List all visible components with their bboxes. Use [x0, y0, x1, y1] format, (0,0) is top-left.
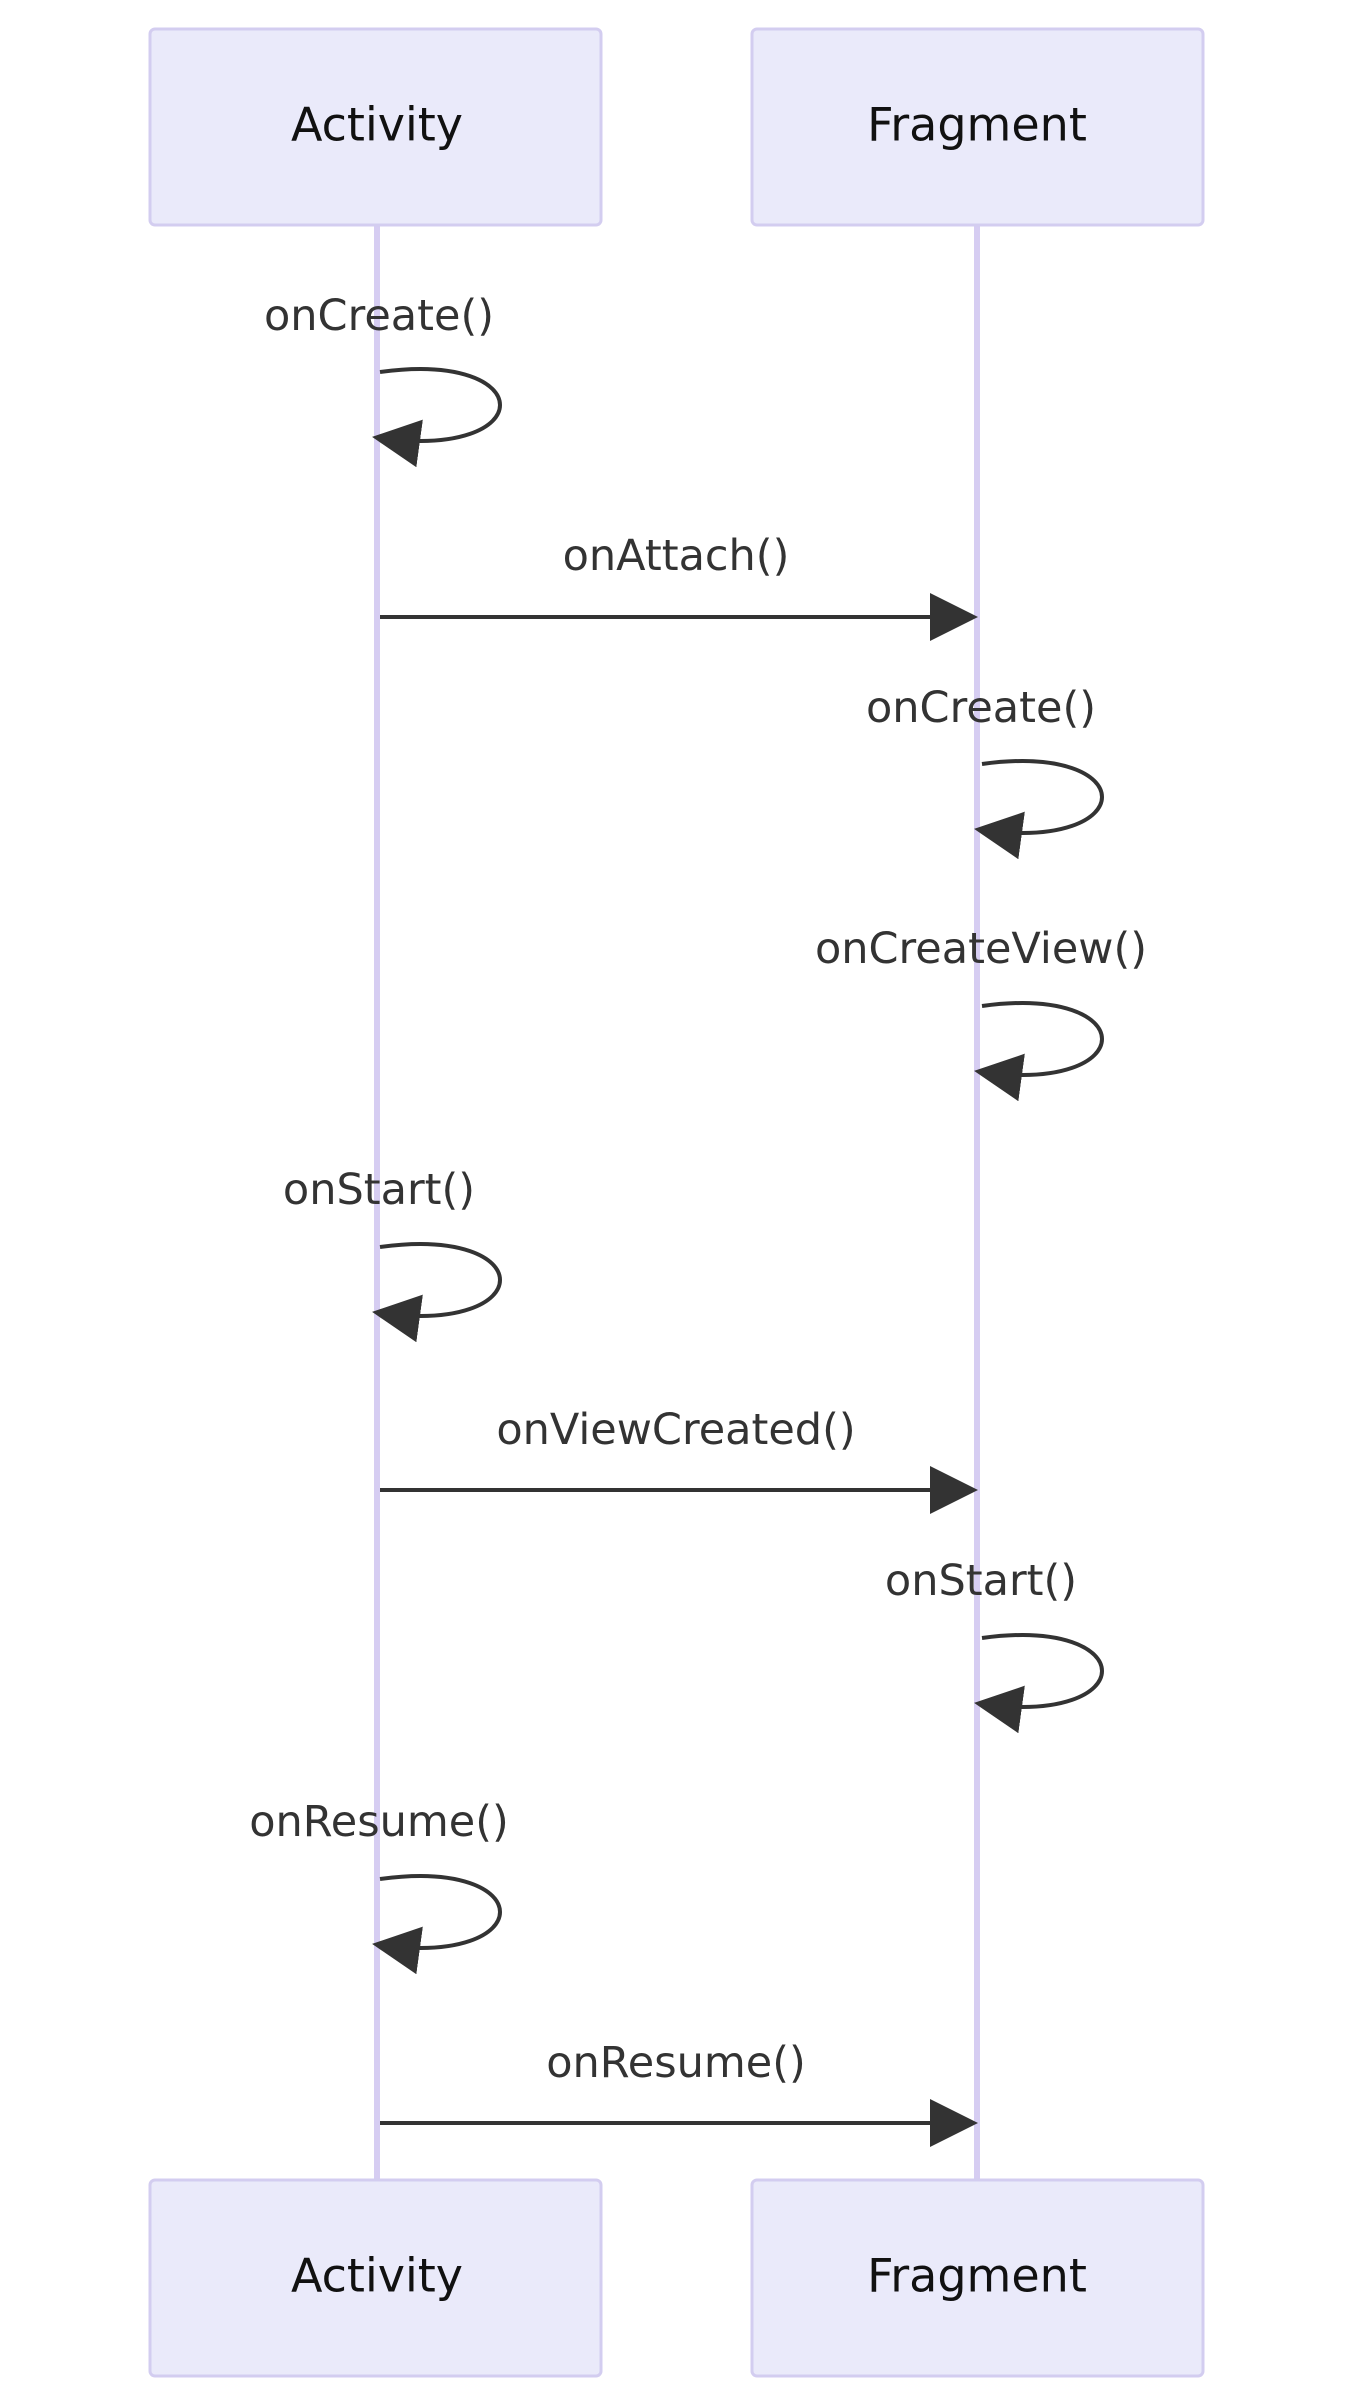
activity-actor-top: Activity: [148, 27, 603, 227]
activity-actor-bottom: Activity: [148, 2178, 603, 2378]
message-label: onCreate(): [264, 291, 494, 341]
message-activity-oncreate: onCreate(): [264, 291, 502, 468]
message-oncreateview: onCreateView(): [815, 924, 1147, 1102]
message-fragment-onstart: onStart(): [885, 1556, 1104, 1734]
message-label: onStart(): [885, 1556, 1077, 1606]
fragment-actor-top-label: Fragment: [867, 98, 1087, 152]
message-onviewcreated: onViewCreated(): [380, 1405, 978, 1514]
message-label: onAttach(): [563, 531, 790, 581]
message-fragment-onresume: onResume(): [380, 2038, 978, 2147]
message-label: onCreateView(): [815, 924, 1147, 974]
fragment-actor-bottom: Fragment: [750, 2178, 1205, 2378]
message-label: onResume(): [546, 2038, 806, 2088]
fragment-actor-bottom-label: Fragment: [867, 2249, 1087, 2303]
activity-actor-bottom-label: Activity: [291, 2249, 463, 2303]
message-label: onStart(): [283, 1165, 475, 1215]
message-activity-onstart: onStart(): [283, 1165, 502, 1343]
message-label: onResume(): [249, 1797, 509, 1847]
message-fragment-oncreate: onCreate(): [866, 683, 1104, 860]
message-label: onCreate(): [866, 683, 1096, 733]
fragment-actor-top: Fragment: [750, 27, 1205, 227]
message-activity-onresume: onResume(): [249, 1797, 509, 1975]
message-label: onViewCreated(): [496, 1405, 855, 1455]
message-onattach: onAttach(): [380, 531, 978, 641]
activity-actor-top-label: Activity: [291, 98, 463, 152]
